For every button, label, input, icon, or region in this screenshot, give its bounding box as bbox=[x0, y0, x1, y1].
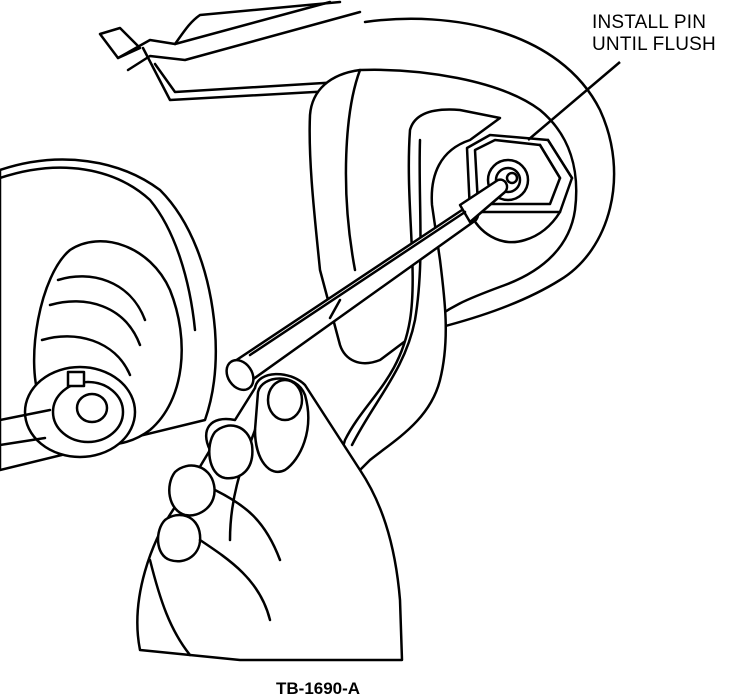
upper-bracket bbox=[100, 2, 360, 100]
figure-id: TB-1690-A bbox=[276, 679, 361, 698]
callout-line-2: UNTIL FLUSH bbox=[592, 34, 716, 55]
install-pin-callout: INSTALL PIN UNTIL FLUSH bbox=[592, 12, 716, 56]
caliper-arm bbox=[342, 110, 500, 480]
fender-arc bbox=[365, 19, 614, 330]
hand bbox=[137, 374, 402, 660]
callout-leader bbox=[528, 62, 620, 140]
pin-punch bbox=[221, 180, 507, 395]
cv-boot bbox=[0, 160, 216, 470]
callout-line-1: INSTALL PIN bbox=[592, 12, 707, 33]
